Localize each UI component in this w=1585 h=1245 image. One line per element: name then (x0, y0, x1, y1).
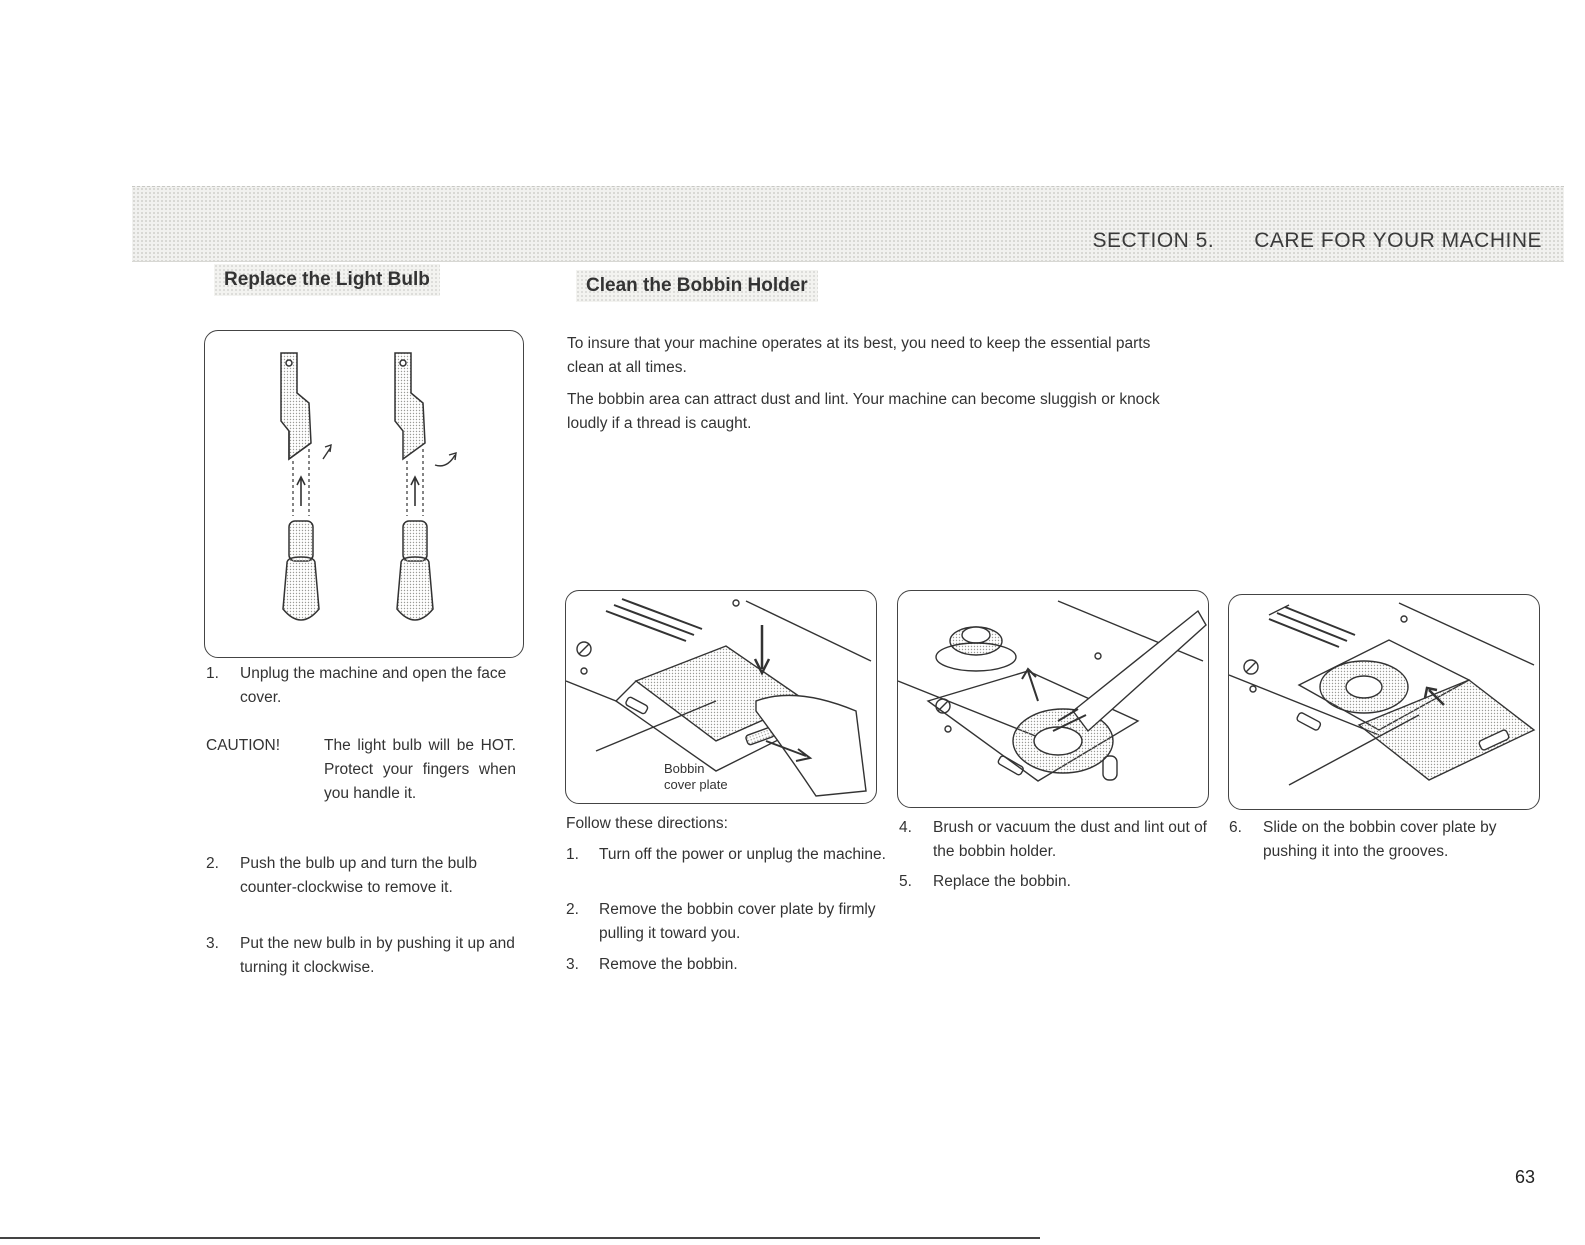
section-number: SECTION 5. (1092, 229, 1215, 252)
cover-plate-label-line1: Bobbin (664, 761, 704, 776)
cover-plate-label-line2: cover plate (664, 777, 728, 792)
bobbin-intro-1: To insure that your machine operates at … (567, 335, 1151, 376)
section-name: CARE FOR YOUR MACHINE (1254, 229, 1542, 252)
step-number: 1. (206, 665, 219, 682)
bulb-right (396, 520, 434, 621)
step-text: Unplug the machine and open the face cov… (240, 665, 507, 706)
light-bulb-heading: Replace the Light Bulb (214, 264, 440, 296)
light-bulb-illustration (280, 352, 457, 621)
bobbin-step-5: 5. Replace the bobbin. (899, 870, 1215, 894)
bobbin-step-1: 1. Turn off the power or unplug the mach… (566, 843, 886, 867)
brush-holder-figure (897, 590, 1209, 808)
light-bulb-figure (204, 330, 524, 658)
step-number: 2. (206, 855, 219, 872)
step-text: Push the bulb up and turn the bulb count… (240, 855, 477, 896)
step-text: Remove the bobbin. (599, 956, 738, 973)
page-number: 63 (1514, 1167, 1535, 1187)
step-text: Remove the bobbin cover plate by firmly … (599, 901, 876, 942)
bulb-socket-right (394, 352, 426, 461)
bulb-socket-left (280, 352, 312, 461)
caution-text: The light bulb will be HOT. Protect your… (324, 737, 516, 802)
remove-cover-illustration: Bobbin cover plate (566, 598, 872, 797)
section-banner: SECTION 5. CARE FOR YOUR MACHINE (132, 186, 1564, 262)
bobbin-heading: Clean the Bobbin Holder (576, 270, 818, 302)
bobbin-intro-2: The bobbin area can attract dust and lin… (567, 391, 1160, 432)
step-number: 6. (1229, 819, 1242, 836)
step-number: 2. (566, 901, 579, 918)
step-number: 1. (566, 846, 579, 863)
bobbin-step-3: 3. Remove the bobbin. (566, 953, 886, 977)
brush-holder-illustration (898, 600, 1207, 782)
follow-directions: Follow these directions: (566, 815, 728, 832)
bottom-rule (0, 1237, 1040, 1239)
bulb-left (282, 520, 320, 621)
slide-cover-figure (1228, 594, 1540, 810)
section-title: SECTION 5. CARE FOR YOUR MACHINE (1092, 229, 1542, 253)
step-text: Slide on the bobbin cover plate by pushi… (1263, 819, 1497, 860)
slide-cover-illustration (1229, 602, 1536, 786)
step-number: 4. (899, 819, 912, 836)
caution-label: CAUTION! (206, 737, 281, 754)
bobbin-step-6: 6. Slide on the bobbin cover plate by pu… (1229, 816, 1545, 864)
bobbin-step-2: 2. Remove the bobbin cover plate by firm… (566, 898, 886, 946)
remove-cover-figure: Bobbin cover plate (565, 590, 877, 804)
step-text: Turn off the power or unplug the machine… (599, 846, 886, 863)
step-text: Put the new bulb in by pushing it up and… (240, 935, 515, 976)
step-text: Replace the bobbin. (933, 873, 1071, 890)
bobbin-step-4: 4. Brush or vacuum the dust and lint out… (899, 816, 1215, 864)
light-bulb-step-2: 2. Push the bulb up and turn the bulb co… (206, 852, 516, 900)
light-bulb-step-3: 3. Put the new bulb in by pushing it up … (206, 932, 516, 980)
step-text: Brush or vacuum the dust and lint out of… (933, 819, 1207, 860)
step-number: 5. (899, 873, 912, 890)
step-number: 3. (566, 956, 579, 973)
caution-note: CAUTION! The light bulb will be HOT. Pro… (206, 734, 516, 806)
light-bulb-step-1: 1. Unplug the machine and open the face … (206, 662, 520, 710)
step-number: 3. (206, 935, 219, 952)
